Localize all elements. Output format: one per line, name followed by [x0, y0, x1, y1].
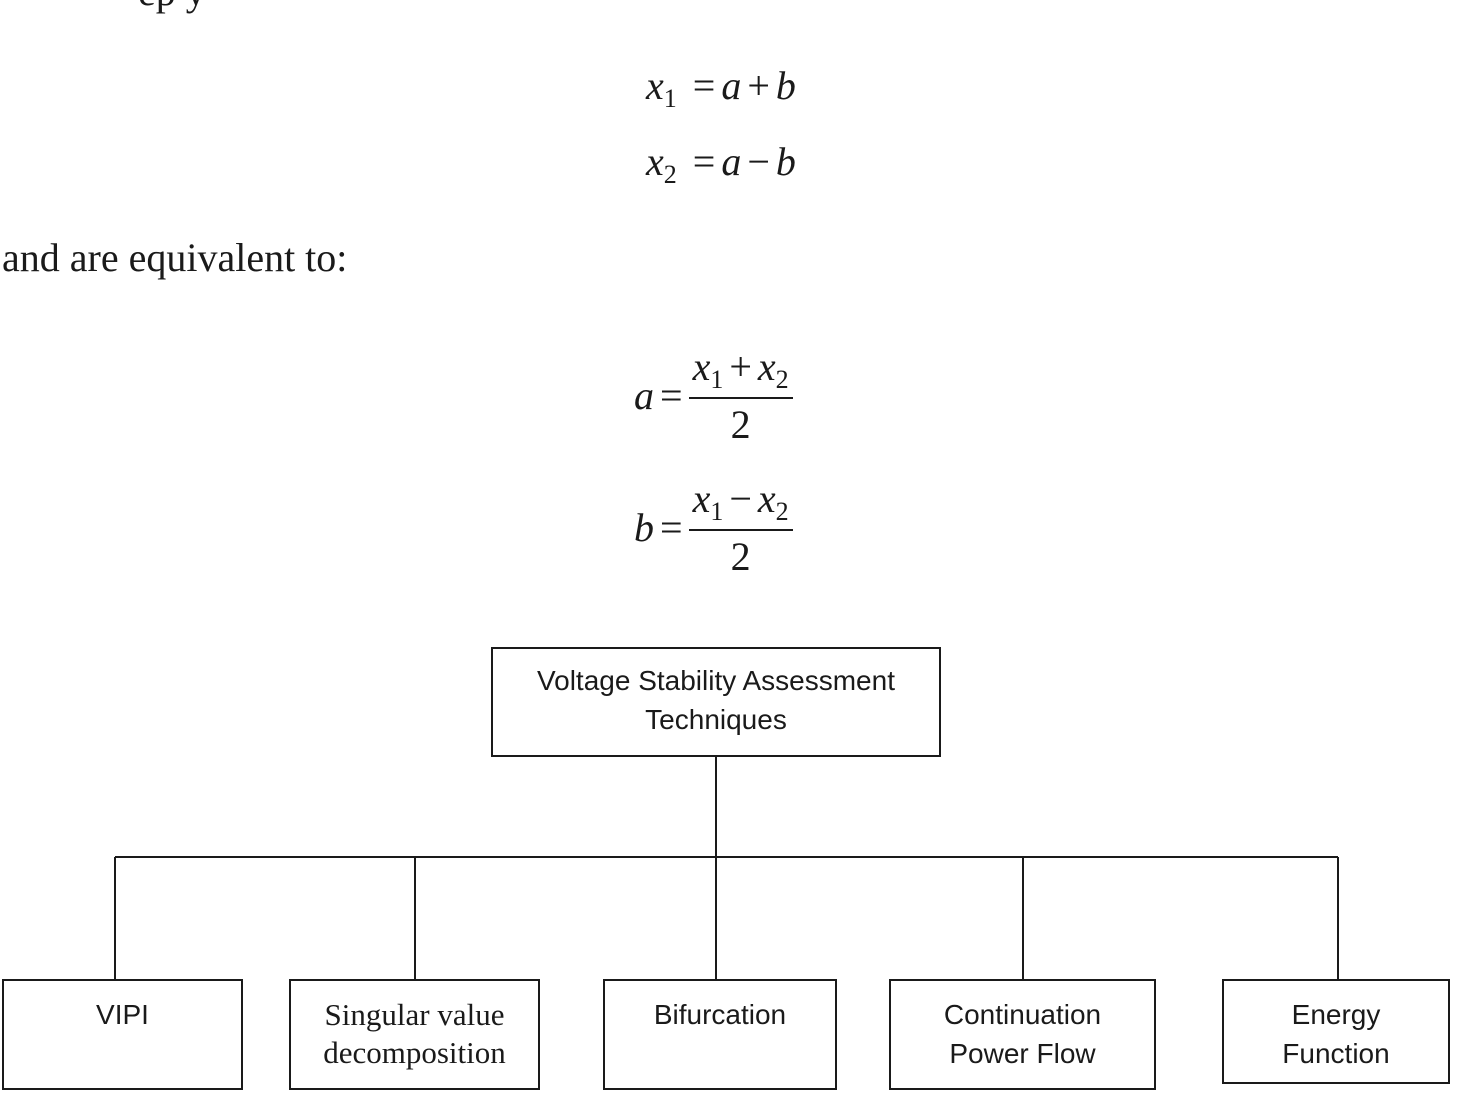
child-energy-line1: Energy [1291, 999, 1381, 1030]
equation-a-fraction: a = x1+x2 2 [634, 343, 793, 448]
frac-a-equals: = [660, 373, 683, 418]
frac-a-n2: x [757, 344, 776, 389]
child-node-singular-value-decomposition: Singular value decomposition [289, 979, 540, 1090]
paragraph-text: and are equivalent to: [2, 235, 348, 280]
frac-b: x1−x2 2 [688, 475, 793, 580]
frac-b-n2-sub: 2 [775, 497, 789, 526]
frac-b-numerator: x1−x2 [688, 475, 793, 531]
child-cpf-line2: Power Flow [949, 1038, 1096, 1069]
child-cpf-line1: Continuation [943, 999, 1102, 1030]
frac-b-lhs: b [634, 505, 654, 550]
eq1-plus: + [747, 63, 770, 108]
frac-a-lhs: a [634, 373, 654, 418]
child-node-bifurcation: Bifurcation [603, 979, 837, 1090]
frac-b-op: − [729, 476, 752, 521]
frac-a-n1: x [692, 344, 711, 389]
root-node-line2: Techniques [645, 704, 787, 735]
frac-b-equals: = [660, 505, 683, 550]
frac-a-numerator: x1+x2 [688, 343, 793, 399]
frac-a-op: + [729, 344, 752, 389]
eq1-equals: = [692, 63, 716, 108]
frac-b-n1-sub: 1 [710, 497, 724, 526]
top-text-fragment: ep y [138, 0, 206, 15]
eq1-a: a [721, 63, 742, 108]
frac-b-n2: x [757, 476, 776, 521]
frac-a-denominator: 2 [730, 402, 751, 447]
frac-a-n1-sub: 1 [710, 365, 724, 394]
child-svd-line2: decomposition [323, 1035, 506, 1070]
frac-b-n1: x [692, 476, 711, 521]
frac-a: x1+x2 2 [688, 343, 793, 448]
equation-x2: x2 =a−b [646, 138, 796, 190]
root-node-box: Voltage Stability Assessment Techniques [491, 647, 941, 757]
eq2-equals: = [692, 139, 716, 184]
eq2-b: b [775, 139, 796, 184]
child-node-continuation-power-flow: Continuation Power Flow [889, 979, 1156, 1090]
child-bifurcation-line1: Bifurcation [653, 999, 787, 1030]
equation-b-fraction: b = x1−x2 2 [634, 475, 793, 580]
child-energy-line2: Function [1282, 1038, 1390, 1069]
eq2-var: x [646, 139, 664, 184]
eq1-var: x [646, 63, 664, 108]
frac-a-n2-sub: 2 [775, 365, 789, 394]
eq1-b: b [775, 63, 796, 108]
eq2-minus: − [747, 139, 770, 184]
child-node-vipi: VIPI [2, 979, 243, 1090]
frac-b-denominator: 2 [730, 534, 751, 579]
child-svd-line1: Singular value [324, 997, 505, 1032]
eq2-sub: 2 [663, 160, 677, 189]
eq2-a: a [721, 139, 742, 184]
root-node-line1: Voltage Stability Assessment [537, 665, 895, 696]
child-vipi-line1: VIPI [96, 999, 149, 1030]
equation-x1: x1 =a+b [646, 62, 796, 114]
eq1-sub: 1 [663, 84, 677, 113]
child-node-energy-function: Energy Function [1222, 979, 1450, 1084]
